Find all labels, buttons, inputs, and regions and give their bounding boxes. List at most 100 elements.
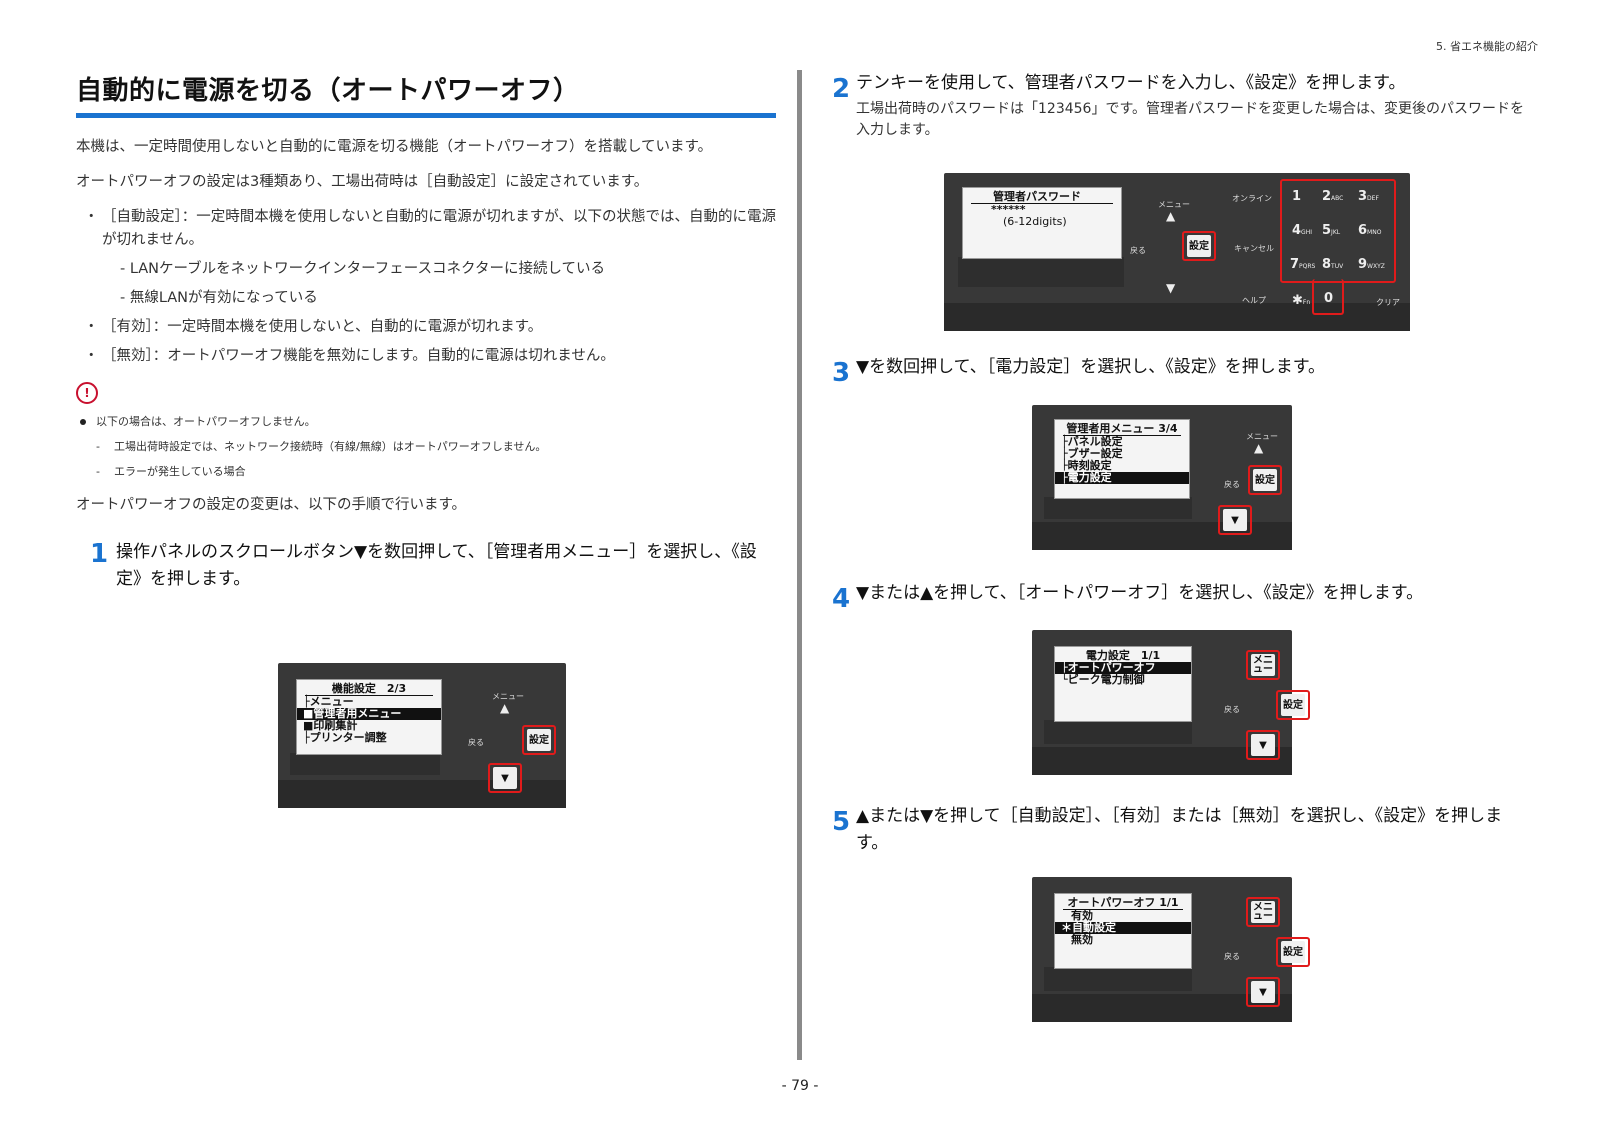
up-button[interactable]: メニュー	[1246, 897, 1280, 927]
set-label: 設定	[1255, 474, 1275, 486]
down-arrow-icon: ▼	[1166, 281, 1176, 295]
lcd-line: ■印刷集計	[303, 719, 358, 732]
menu-label: メニュー	[1246, 432, 1278, 441]
lcd-line: 有効	[1071, 909, 1093, 922]
step-3: 3 ▼を数回押して、［電力設定］を選択し、《設定》を押します。	[832, 354, 1536, 388]
down-arrow-icon: ▼	[1231, 514, 1239, 526]
lcd-line-selected: ■管理者用メニュー	[297, 708, 441, 720]
key-fn[interactable]: ✱Fn	[1292, 293, 1311, 308]
note-sub-1: - 工場出荷時設定では、ネットワーク接続時（有線/無線）はオートパワーオフしません…	[76, 439, 776, 455]
menu-label: メニュー	[492, 692, 524, 701]
back-label: 戻る	[1224, 480, 1240, 489]
step-4-text: ▼または▲を押して、［オートパワーオフ］を選択し、《設定》を押します。	[856, 583, 1424, 603]
up-arrow-icon: ▲	[1166, 209, 1176, 223]
settings-paragraph: オートパワーオフの設定は3種類あり、工場出荷時は［自動設定］に設定されています。	[76, 174, 649, 190]
set-button[interactable]: 設定	[1248, 465, 1282, 495]
step-4: 4 ▼または▲を押して、［オートパワーオフ］を選択し、《設定》を押します。	[832, 580, 1546, 614]
sub-lan: - LANケーブルをネットワークインターフェースコネクターに接続している	[120, 261, 606, 277]
set-label: 設定	[1189, 240, 1209, 252]
lcd-header: 管理者パスワード	[971, 190, 1113, 204]
step-5-text: ▲または▼を押して［自動設定］、［有効］または［無効］を選択し、《設定》を押しま…	[856, 806, 1503, 853]
key-2[interactable]: 2ABC	[1322, 189, 1344, 204]
lcd-line: ├パネル設定	[1061, 435, 1123, 448]
page-number: - 79 -	[781, 1078, 819, 1094]
menu-up-label: メニュー	[1253, 655, 1273, 675]
sub-wireless: - 無線LANが有効になっている	[120, 290, 318, 306]
procedure-paragraph: オートパワーオフの設定の変更は、以下の手順で行います。	[76, 497, 467, 513]
step-5: 5 ▲または▼を押して［自動設定］、［有効］または［無効］を選択し、《設定》を押…	[832, 803, 1526, 857]
key-4[interactable]: 4GHI	[1292, 223, 1312, 238]
set-label: 設定	[1283, 946, 1303, 958]
up-button[interactable]: メニュー	[1246, 650, 1280, 680]
lcd-header: 管理者用メニュー 3/4	[1063, 422, 1181, 436]
lcd-line-selected: ├電力設定	[1055, 472, 1189, 484]
lcd-line-selected: ＊自動設定	[1055, 922, 1191, 934]
section-title: 自動的に電源を切る（オートパワーオフ）	[76, 70, 776, 118]
panel-illustration-2: 管理者パスワード ****** (6-12digits) メニュー ▲ 戻る 設…	[944, 173, 1410, 331]
note-sub-1-text: 工場出荷時設定では、ネットワーク接続時（有線/無線）はオートパワーオフしません。	[114, 440, 547, 453]
set-button[interactable]: 設定	[1182, 231, 1216, 261]
set-label: 設定	[529, 734, 549, 746]
keypad-highlight-zero	[1312, 279, 1344, 315]
bullet-disable: ［無効］：オートパワーオフ機能を無効にします。自動的に電源は切れません。	[84, 345, 776, 368]
key-9[interactable]: 9WXYZ	[1358, 257, 1385, 272]
help-label: ヘルプ	[1242, 296, 1266, 305]
step-3-number: 3	[832, 358, 851, 388]
up-arrow-icon: ▲	[500, 701, 510, 715]
down-button[interactable]: ▼	[1218, 505, 1252, 535]
panel-illustration-5: オートパワーオフ 1/1 有効 ＊自動設定 無効 メニュー 戻る 設定 ▼	[1032, 877, 1310, 1022]
menu-up-label: メニュー	[1253, 902, 1273, 922]
down-button[interactable]: ▼	[1246, 730, 1280, 760]
key-6[interactable]: 6MNO	[1358, 223, 1382, 238]
step-2: 2 テンキーを使用して、管理者パスワードを入力し、《設定》を押します。 工場出荷…	[832, 70, 1536, 141]
down-arrow-icon: ▼	[1259, 986, 1267, 998]
step-2-number: 2	[832, 74, 851, 104]
clear-label: クリア	[1376, 298, 1400, 307]
panel-illustration-1: 機能設定 2/3 ├メニュー ■管理者用メニュー ■印刷集計 ├プリンター調整 …	[278, 663, 566, 808]
key-5[interactable]: 5JKL	[1322, 223, 1341, 238]
chapter-header: 5. 省エネ機能の紹介	[1436, 40, 1538, 53]
step-1: 1 操作パネルのスクロールボタン▼を数回押して、［管理者用メニュー］を選択し、《…	[76, 539, 776, 593]
key-7[interactable]: 7PQRS	[1290, 257, 1316, 272]
up-arrow-icon: ▲	[1254, 441, 1264, 455]
step-5-number: 5	[832, 807, 851, 837]
lcd-screen: 電力設定 1/1 ├オートパワーオフ └ピーク電力制御	[1054, 646, 1192, 722]
down-button[interactable]: ▼	[1246, 977, 1280, 1007]
lcd-password: ******	[991, 203, 1026, 216]
lcd-screen: オートパワーオフ 1/1 有効 ＊自動設定 無効	[1054, 893, 1192, 969]
key-0[interactable]: 0	[1324, 291, 1334, 306]
key-3[interactable]: 3DEF	[1358, 189, 1379, 204]
set-button[interactable]: 設定	[522, 725, 556, 755]
back-label: 戻る	[1224, 705, 1240, 714]
lcd-line: └ピーク電力制御	[1061, 673, 1145, 686]
note-dash: -	[96, 465, 100, 478]
lcd-screen: 管理者用メニュー 3/4 ├パネル設定 ├ブザー設定 ├時刻設定 ├電力設定	[1054, 419, 1190, 499]
step-3-text: ▼を数回押して、［電力設定］を選択し、《設定》を押します。	[856, 357, 1326, 377]
note-sub-2: - エラーが発生している場合	[76, 464, 776, 480]
intro-paragraph: 本機は、一定時間使用しないと自動的に電源を切る機能（オートパワーオフ）を搭載して…	[76, 139, 713, 155]
lcd-screen: 管理者パスワード ****** (6-12digits)	[962, 187, 1122, 259]
key-1[interactable]: 1	[1292, 189, 1302, 204]
note-list: 以下の場合は、オートパワーオフしません。 - 工場出荷時設定では、ネットワーク接続…	[76, 414, 776, 480]
lcd-line-selected: ├オートパワーオフ	[1055, 662, 1191, 674]
back-label: 戻る	[1224, 952, 1240, 961]
lcd-line: 無効	[1071, 933, 1093, 946]
set-button[interactable]: 設定	[1276, 690, 1310, 720]
lcd-line: ├プリンター調整	[303, 731, 387, 744]
note-sub-2-text: エラーが発生している場合	[114, 465, 246, 478]
step-4-number: 4	[832, 584, 851, 614]
note-dash: -	[96, 440, 100, 453]
online-label: オンライン	[1232, 194, 1272, 203]
left-column: 自動的に電源を切る（オートパワーオフ） 本機は、一定時間使用しないと自動的に電源…	[76, 70, 776, 593]
lcd-header: 機能設定 2/3	[305, 682, 433, 696]
set-label: 設定	[1283, 699, 1303, 711]
lcd-header: オートパワーオフ 1/1	[1063, 896, 1183, 910]
note-main: 以下の場合は、オートパワーオフしません。	[76, 414, 776, 430]
lcd-screen: 機能設定 2/3 ├メニュー ■管理者用メニュー ■印刷集計 ├プリンター調整	[296, 679, 442, 755]
set-button[interactable]: 設定	[1276, 937, 1310, 967]
menu-label: メニュー	[1158, 200, 1190, 209]
bullet-auto: ［自動設定］：一定時間本機を使用しないと自動的に電源が切れますが、以下の状態では…	[84, 206, 776, 252]
key-8[interactable]: 8TUV	[1322, 257, 1344, 272]
down-button[interactable]: ▼	[488, 763, 522, 793]
bullet-enable: ［有効］：一定時間本機を使用しないと、自動的に電源が切れます。	[84, 316, 776, 339]
